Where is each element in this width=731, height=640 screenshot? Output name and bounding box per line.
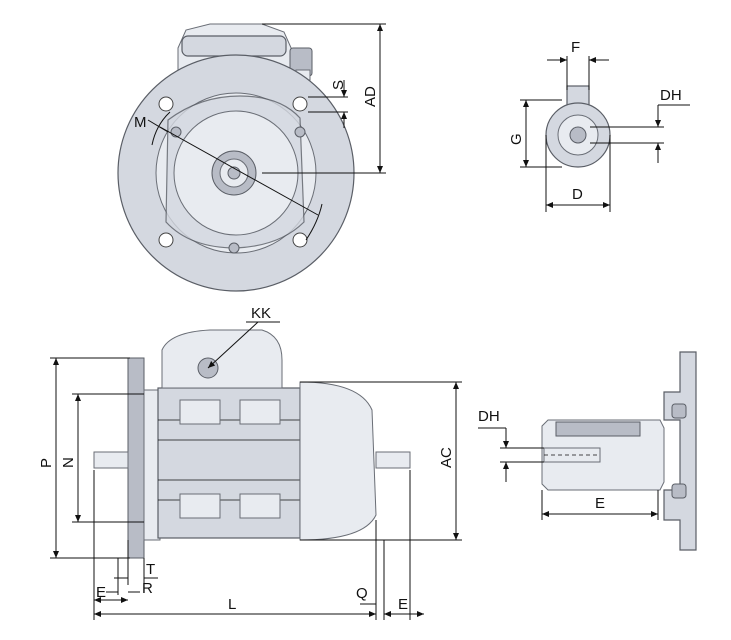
label-AC: AC xyxy=(438,447,455,468)
label-D: D xyxy=(572,186,583,203)
label-DH-top: DH xyxy=(660,87,682,104)
label-F: F xyxy=(571,39,580,56)
front-view: M S AD xyxy=(117,23,386,292)
label-E-left: E xyxy=(96,584,106,601)
label-N: N xyxy=(60,457,77,468)
label-G: G xyxy=(508,133,525,145)
label-KK: KK xyxy=(251,305,271,322)
label-S: S xyxy=(330,80,347,90)
label-Q: Q xyxy=(356,585,368,602)
side-view: KK P N AC T R E L Q xyxy=(38,305,462,620)
label-L: L xyxy=(228,596,236,613)
label-DH-side: DH xyxy=(478,408,500,425)
label-T: T xyxy=(146,561,155,578)
label-AD: AD xyxy=(362,86,379,107)
shaft-detail: DH E xyxy=(478,351,697,551)
label-M: M xyxy=(134,114,147,131)
shaft-end-view: F DH G D xyxy=(508,39,690,212)
label-P: P xyxy=(38,458,55,468)
label-E-right: E xyxy=(398,596,408,613)
label-R: R xyxy=(142,580,153,597)
label-E-shaft: E xyxy=(595,495,605,512)
